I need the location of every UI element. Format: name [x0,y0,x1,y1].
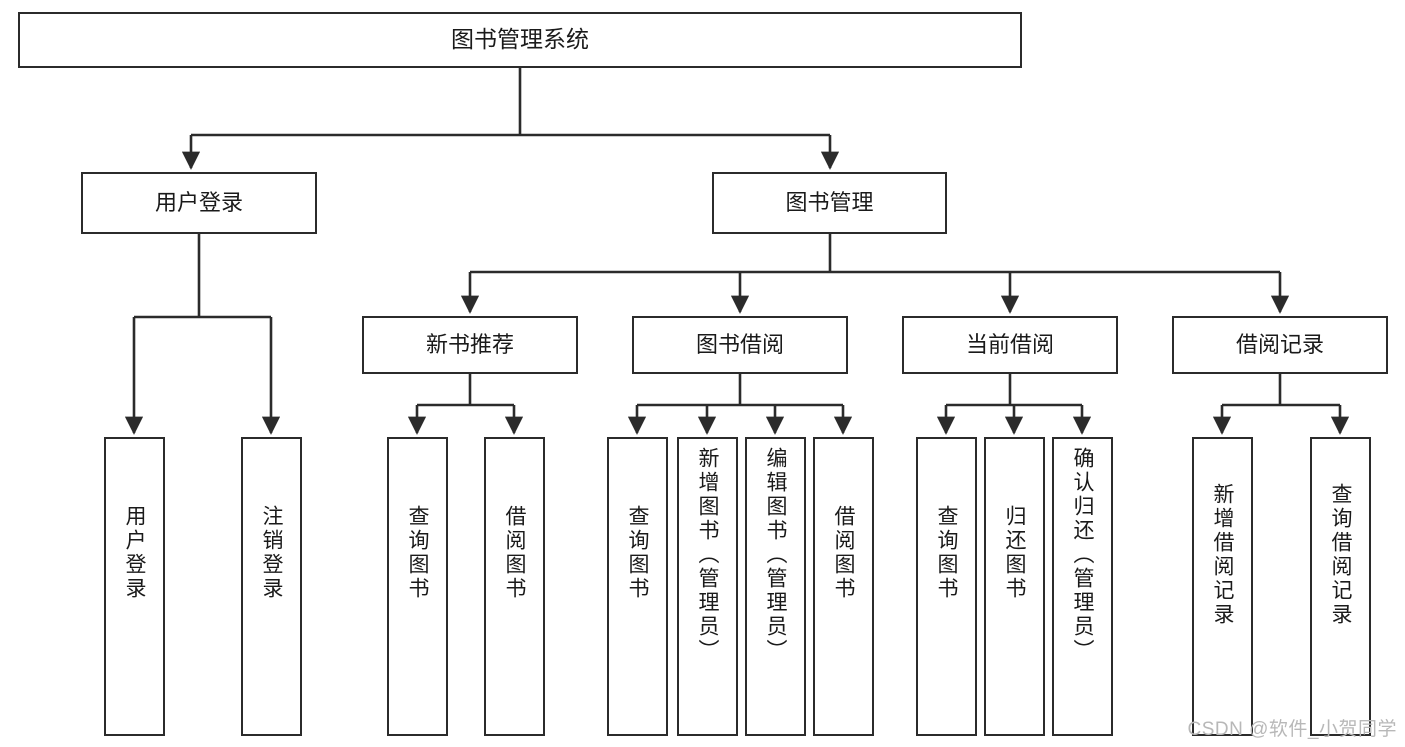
node-leaf-query-book-1-label: 查询图书 [406,505,430,601]
node-leaf-user-login[interactable]: 用户登录 [104,437,165,736]
node-user-login-label: 用户登录 [154,189,243,215]
node-leaf-query-book-2-label: 查询图书 [626,505,650,601]
node-leaf-logout-login[interactable]: 注销登录 [241,437,302,736]
node-user-login[interactable]: 用户登录 [81,172,317,234]
node-leaf-logout-login-label: 注销登录 [260,505,284,601]
node-leaf-add-borrow-record[interactable]: 新增借阅记录 [1192,437,1253,736]
node-leaf-borrow-book-2-label: 借阅图书 [832,505,856,601]
node-leaf-query-book-3[interactable]: 查询图书 [916,437,977,736]
node-borrow-record[interactable]: 借阅记录 [1172,316,1388,374]
node-current-borrow[interactable]: 当前借阅 [902,316,1118,374]
watermark-text: CSDN @软件_小贺同学 [1187,719,1397,740]
node-leaf-add-book-admin[interactable]: 新增图书（管理员） [677,437,738,736]
node-book-management[interactable]: 图书管理 [712,172,947,234]
node-leaf-query-book-2[interactable]: 查询图书 [607,437,668,736]
node-leaf-user-login-label: 用户登录 [123,505,147,601]
node-leaf-query-book-1[interactable]: 查询图书 [387,437,448,736]
node-current-borrow-label: 当前借阅 [965,331,1054,357]
node-book-borrow-label: 图书借阅 [695,331,784,357]
node-leaf-add-borrow-record-label: 新增借阅记录 [1211,483,1235,627]
node-new-book-recommend-label: 新书推荐 [425,331,514,357]
node-leaf-query-borrow-record-label: 查询借阅记录 [1329,483,1353,627]
node-leaf-confirm-return-admin-label: 确认归还（管理员） [1071,447,1095,663]
node-leaf-borrow-book-2[interactable]: 借阅图书 [813,437,874,736]
node-leaf-edit-book-admin[interactable]: 编辑图书（管理员） [745,437,806,736]
node-leaf-query-borrow-record[interactable]: 查询借阅记录 [1310,437,1371,736]
node-book-management-label: 图书管理 [785,189,874,215]
node-leaf-borrow-book-1-label: 借阅图书 [503,505,527,601]
node-leaf-add-book-admin-label: 新增图书（管理员） [696,447,720,663]
node-leaf-return-book[interactable]: 归还图书 [984,437,1045,736]
node-leaf-edit-book-admin-label: 编辑图书（管理员） [764,447,788,663]
node-leaf-query-book-3-label: 查询图书 [935,505,959,601]
node-leaf-borrow-book-1[interactable]: 借阅图书 [484,437,545,736]
node-leaf-confirm-return-admin[interactable]: 确认归还（管理员） [1052,437,1113,736]
node-leaf-return-book-label: 归还图书 [1003,505,1027,601]
node-root-label: 图书管理系统 [451,26,589,53]
node-borrow-record-label: 借阅记录 [1235,331,1324,357]
node-root[interactable]: 图书管理系统 [18,12,1022,68]
node-book-borrow[interactable]: 图书借阅 [632,316,848,374]
node-new-book-recommend[interactable]: 新书推荐 [362,316,578,374]
